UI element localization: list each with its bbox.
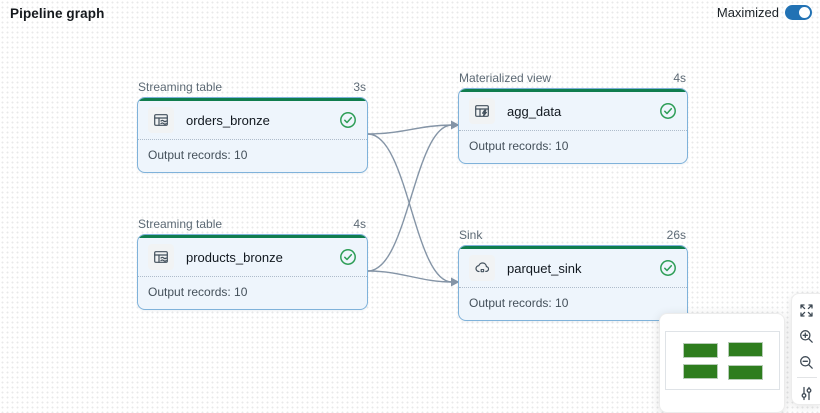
minimap-node xyxy=(683,343,718,358)
node-card[interactable]: agg_data Output records: 10 xyxy=(458,88,688,164)
controls-divider xyxy=(796,377,817,378)
arrowhead-agg xyxy=(451,120,460,130)
node-parquet-sink[interactable]: Sink 26s parquet_sink xyxy=(458,228,688,321)
edge-orders-to-agg xyxy=(367,124,453,135)
minimap[interactable] xyxy=(659,313,785,413)
success-check-icon xyxy=(339,111,357,129)
node-card[interactable]: parquet_sink Output records: 10 xyxy=(458,245,688,321)
node-type-label: Sink xyxy=(459,228,483,242)
minimap-node xyxy=(728,342,763,357)
node-card[interactable]: orders_bronze Output records: 10 xyxy=(137,97,368,173)
minimap-node xyxy=(728,365,763,380)
success-check-icon xyxy=(339,248,357,266)
node-type-label: Materialized view xyxy=(459,71,552,85)
node-output-records: Output records: 10 xyxy=(138,139,367,172)
node-products-bronze[interactable]: Streaming table 4s products_bronze xyxy=(137,217,368,310)
node-name: orders_bronze xyxy=(186,112,270,128)
node-name: parquet_sink xyxy=(507,260,582,276)
node-name: products_bronze xyxy=(186,249,283,265)
streaming-table-icon xyxy=(148,244,174,270)
maximized-toggle[interactable] xyxy=(785,5,812,20)
minimap-node xyxy=(683,364,718,379)
status-bar xyxy=(459,246,687,249)
node-output-records: Output records: 10 xyxy=(459,130,687,163)
edge-products-to-agg xyxy=(367,124,453,272)
node-agg-data[interactable]: Materialized view 4s agg_data xyxy=(458,71,688,164)
streaming-table-icon xyxy=(148,107,174,133)
arrowhead-sink xyxy=(451,277,460,287)
node-output-records: Output records: 10 xyxy=(459,287,687,320)
node-duration: 26s xyxy=(666,228,686,242)
node-type-label: Streaming table xyxy=(138,80,223,94)
minimap-viewport[interactable] xyxy=(665,331,780,390)
edge-products-to-sink xyxy=(367,270,453,283)
materialized-view-icon xyxy=(469,98,495,124)
status-bar xyxy=(138,235,367,238)
node-duration: 4s xyxy=(353,217,366,231)
node-duration: 3s xyxy=(353,80,366,94)
node-card[interactable]: products_bronze Output records: 10 xyxy=(137,234,368,310)
toggle-knob xyxy=(799,7,810,18)
node-orders-bronze[interactable]: Streaming table 3s orders_bronze xyxy=(137,80,368,173)
node-duration: 4s xyxy=(673,71,686,85)
status-bar xyxy=(138,98,367,101)
status-bar xyxy=(459,89,687,92)
fit-to-screen-button[interactable] xyxy=(799,302,815,318)
node-type-label: Streaming table xyxy=(138,217,223,231)
success-check-icon xyxy=(659,259,677,277)
node-output-records: Output records: 10 xyxy=(138,276,367,309)
zoom-in-button[interactable] xyxy=(799,328,815,344)
cloud-sink-icon xyxy=(469,255,495,281)
graph-settings-button[interactable] xyxy=(799,385,815,401)
success-check-icon xyxy=(659,102,677,120)
zoom-out-button[interactable] xyxy=(799,354,815,370)
page-title: Pipeline graph xyxy=(10,6,105,21)
node-name: agg_data xyxy=(507,103,562,119)
maximized-label: Maximized xyxy=(716,5,779,20)
edge-orders-to-sink xyxy=(367,133,453,283)
graph-controls-panel xyxy=(791,293,820,405)
